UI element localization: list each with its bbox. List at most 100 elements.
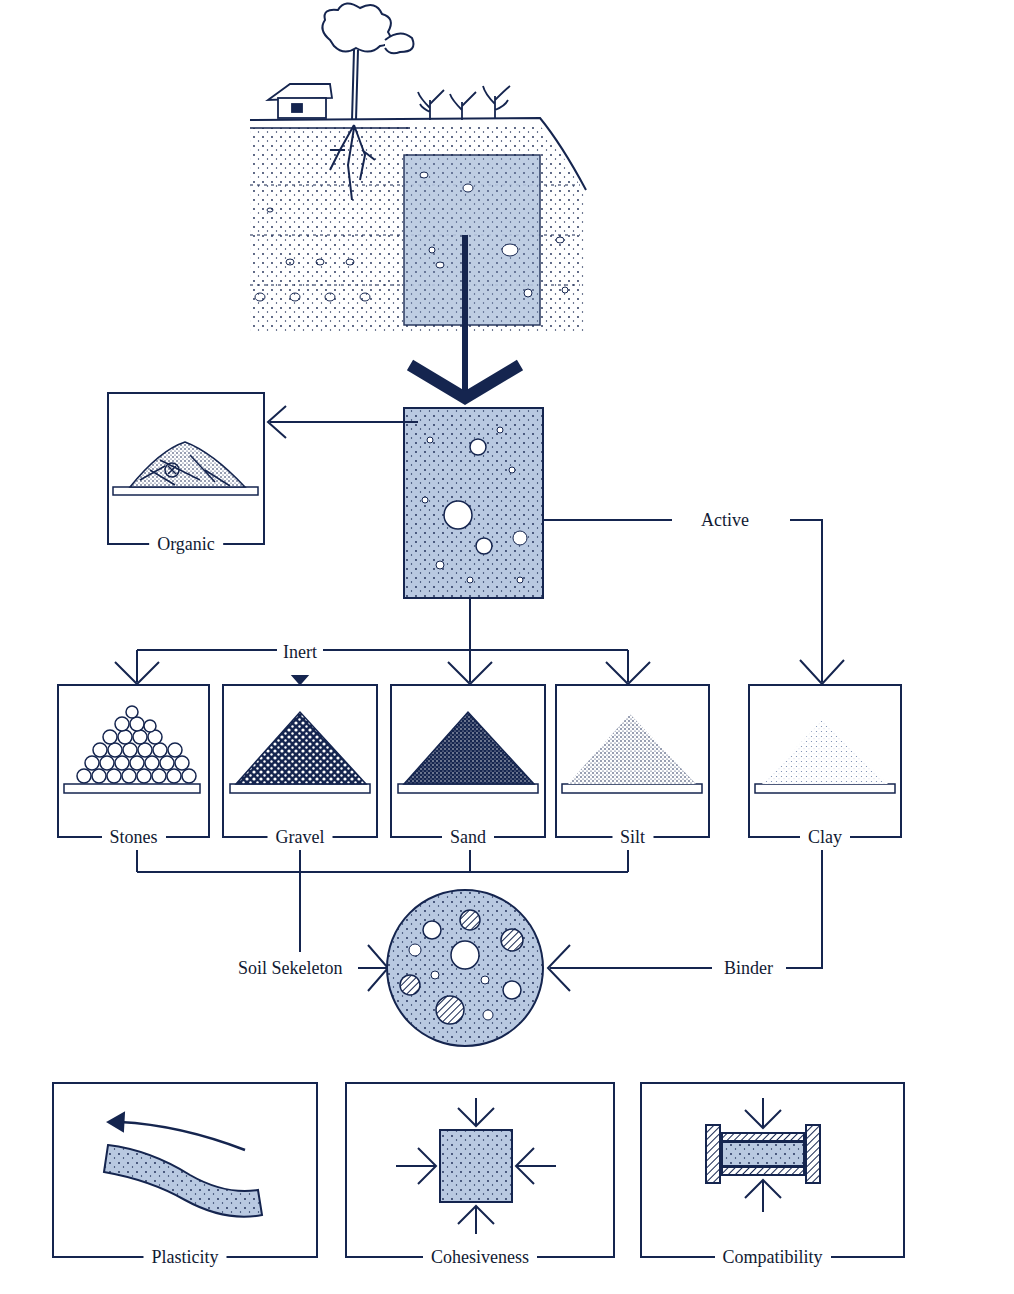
cohesiveness-icon-part — [458, 1108, 494, 1126]
tree — [322, 3, 413, 200]
organic-pile-part — [165, 463, 179, 477]
stones-pile-part-part — [92, 769, 106, 783]
node-label: Stones — [101, 826, 165, 848]
plants-part — [483, 86, 510, 118]
material-box: Silt — [555, 684, 710, 838]
flow-lines-part — [627, 650, 629, 682]
flow-lines-part — [136, 850, 138, 872]
clay-pile-part — [755, 784, 895, 793]
compatibility-icon-part — [722, 1167, 804, 1175]
tree-part — [352, 50, 358, 120]
group-label: Soil Sekeleton — [232, 957, 349, 979]
soil-landscape-part — [404, 155, 540, 325]
cohesiveness-icon-part — [516, 1165, 556, 1167]
silt-pile-part — [568, 714, 696, 784]
flow-lines-part — [469, 598, 471, 682]
material-box: Stones — [57, 684, 210, 838]
flow-lines-part — [136, 650, 138, 682]
stones-pile-part-part — [182, 769, 196, 783]
node-label: Organic — [149, 533, 223, 555]
stones-pile-part-part — [118, 730, 132, 744]
node-label: Silt — [612, 826, 653, 848]
material-box: Sand — [390, 684, 546, 838]
soil-landscape-part — [286, 259, 294, 265]
soil-sample-part — [509, 467, 515, 473]
stones-pile-part — [64, 784, 200, 793]
node-label: Gravel — [268, 826, 333, 848]
stones-pile-part-part — [168, 743, 182, 757]
soil-landscape-part — [404, 155, 540, 325]
node-label: Cohesiveness — [423, 1246, 537, 1268]
soil-sample-part — [444, 501, 472, 529]
stones-pile-part-part — [160, 756, 174, 770]
node-label: Sand — [442, 826, 494, 848]
soil-landscape-part — [267, 208, 273, 212]
soil-landscape-part — [325, 293, 335, 301]
material-box: Gravel — [222, 684, 378, 838]
stones-pile-part-part — [137, 769, 151, 783]
soil-mixture-part — [431, 971, 439, 979]
tree-part — [330, 125, 375, 200]
stones-pile-part-part — [107, 769, 121, 783]
node-label: Clay — [800, 826, 850, 848]
stones-pile-part-part — [77, 769, 91, 783]
soil-mixture-part — [400, 975, 420, 995]
soil-landscape-part — [290, 293, 300, 301]
stones-pile-part-part — [153, 743, 167, 757]
branch-label: Active — [695, 509, 755, 531]
house — [268, 84, 332, 118]
silt-pile — [562, 714, 702, 793]
stones-pile — [64, 706, 200, 793]
compatibility-icon-part — [745, 1180, 781, 1198]
flow-lines-part — [469, 850, 471, 872]
compatibility-icon-part — [745, 1110, 781, 1128]
soil-sample-part — [513, 531, 527, 545]
flow-lines-part — [368, 945, 388, 991]
organic-pile-part — [168, 466, 176, 474]
stones-pile-part — [77, 706, 196, 783]
flow-lines-part — [115, 662, 159, 684]
flow-lines-part — [800, 660, 844, 684]
plasticity-icon — [104, 1113, 262, 1217]
stones-pile-part-part — [126, 706, 138, 718]
soil-landscape-part — [250, 127, 410, 129]
cohesiveness-icon — [396, 1098, 556, 1234]
plants-part — [418, 90, 444, 120]
flow-lines-part — [448, 662, 492, 684]
stones-pile-part-part — [175, 756, 189, 770]
stones-pile-part-part — [100, 756, 114, 770]
stones-pile-part-part — [123, 743, 137, 757]
plasticity-icon-part — [108, 1113, 124, 1131]
organic-box: Organic — [107, 392, 265, 545]
flow-lines-part — [137, 649, 628, 651]
soil-sample-part — [467, 577, 473, 583]
material-box: Clay — [748, 684, 902, 838]
flow-lines-part — [299, 850, 301, 872]
compatibility-icon-part — [722, 1142, 804, 1166]
flow-lines-part — [550, 967, 712, 969]
house-part — [292, 104, 302, 112]
compatibility-icon-part — [762, 1180, 764, 1212]
organic-pile-part — [130, 442, 245, 487]
flow-lines-part — [790, 520, 822, 682]
cohesiveness-icon-part — [475, 1206, 477, 1234]
soil-mixture-part — [423, 921, 441, 939]
flow-lines-part — [543, 519, 672, 521]
soil-landscape-part — [436, 262, 444, 268]
plasticity-icon-part — [120, 1122, 245, 1150]
organic-pile-part — [113, 487, 258, 495]
compatibility-icon-part — [722, 1133, 804, 1141]
stones-pile-part-part — [103, 730, 117, 744]
compatibility-icon — [706, 1098, 820, 1212]
flow-lines-part — [270, 421, 418, 423]
gravel-pile-part — [230, 784, 370, 793]
plasticity-icon-part — [104, 1145, 262, 1217]
soil-mixture-part — [387, 890, 543, 1046]
cohesiveness-icon-part — [418, 1148, 436, 1184]
soil-landscape-part — [255, 293, 265, 301]
soil-sample-part — [436, 561, 444, 569]
stones-pile-part-part — [130, 717, 144, 731]
soil-landscape-part — [463, 184, 473, 192]
